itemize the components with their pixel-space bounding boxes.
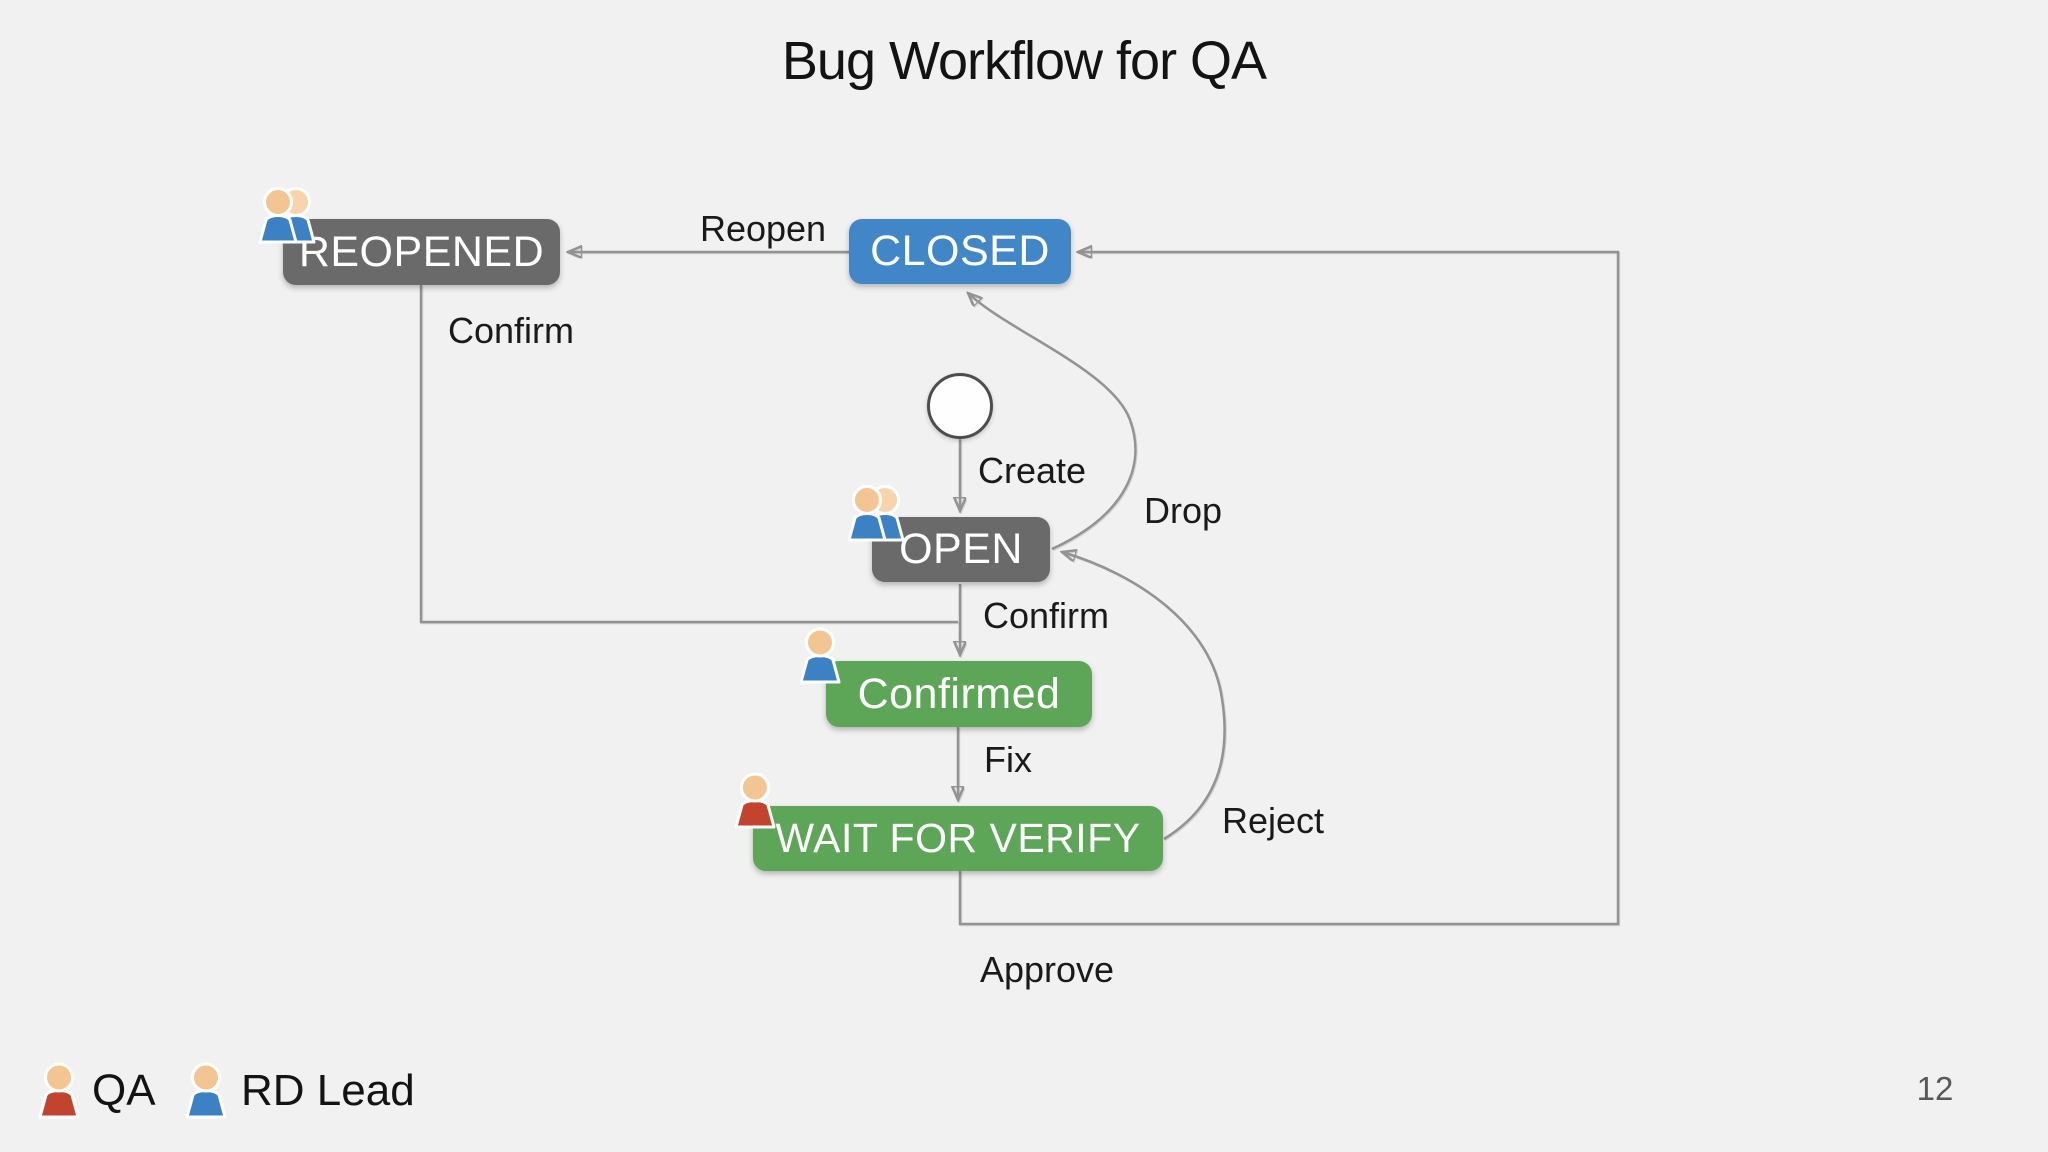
state-open: OPEN (872, 517, 1050, 582)
rd-lead-person-icon (799, 627, 841, 684)
start-node (927, 373, 993, 439)
page-number: 12 (1916, 1070, 1954, 1107)
transition-label-confirm-reopened: Confirm (447, 310, 575, 351)
transition-label-create: Create (977, 450, 1087, 491)
legend-item-qa: QA (36, 1062, 156, 1119)
transition-label-drop: Drop (1143, 490, 1223, 531)
page-title: Bug Workflow for QA (781, 31, 1267, 91)
rd-lead-person-icon (185, 1062, 227, 1119)
legend-item-rd-lead: RD Lead (183, 1062, 415, 1119)
transition-label-confirm-open: Confirm (982, 595, 1110, 636)
state-wait-for-verify: WAIT FOR VERIFY (753, 806, 1163, 871)
state-reopened: REOPENED (283, 219, 560, 285)
qa-person-icon (38, 1062, 80, 1119)
state-closed: CLOSED (849, 219, 1071, 284)
transition-label-approve: Approve (979, 949, 1115, 990)
transition-line-reject (1062, 552, 1226, 841)
transition-label-reopen: Reopen (699, 208, 827, 249)
transition-label-fix: Fix (984, 739, 1032, 780)
transition-label-reject: Reject (1221, 800, 1325, 841)
state-confirmed: Confirmed (826, 661, 1092, 727)
two-person-icon (258, 187, 316, 244)
qa-person-icon (734, 772, 776, 829)
transition-line-approve (958, 252, 1620, 926)
legend-label-rd-lead: RD Lead (241, 1065, 415, 1115)
transition-line-confirm-from-reopened (419, 285, 958, 624)
legend-label-qa: QA (92, 1065, 156, 1115)
transition-line-drop (968, 293, 1137, 551)
two-person-icon (847, 485, 905, 542)
